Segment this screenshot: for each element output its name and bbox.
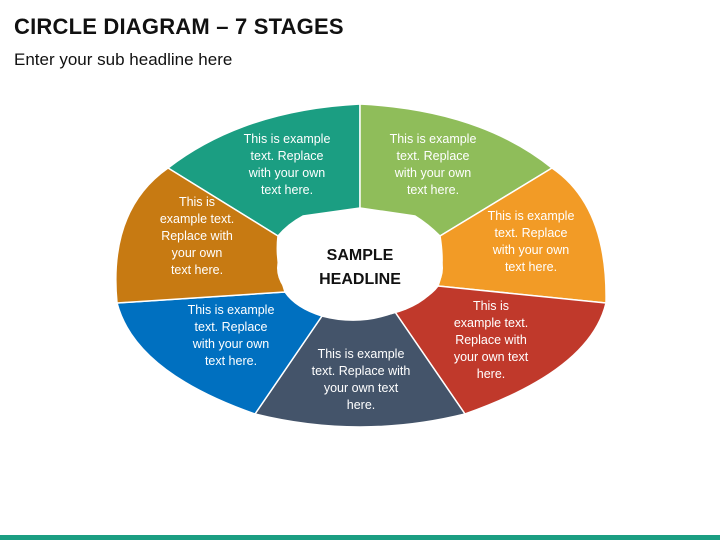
segment-bottom (254, 311, 466, 428)
segment-text-bottom: This is example text. Replace with your … (311, 347, 411, 412)
center-headline: SAMPLE HEADLINE (319, 247, 401, 288)
segment-text-right: This is example text. Replace with your … (487, 209, 575, 274)
slide-title: CIRCLE DIAGRAM – 7 STAGES (14, 14, 344, 39)
segment-top-left (167, 103, 361, 237)
center-ellipse (277, 218, 443, 318)
segment-text-top-right: This is example text. Replace with your … (389, 132, 477, 197)
segment-right (437, 167, 607, 304)
segment-text-top-left: This is example text. Replace with your … (243, 132, 331, 197)
segment-text-left: This is example text. Replace with your … (187, 303, 275, 368)
segment-left (116, 291, 323, 415)
slide-subtitle: Enter your sub headline here (14, 50, 233, 69)
segment-text-upper-left: This is example text. Replace with your … (159, 195, 235, 277)
segment-top-right (359, 103, 553, 237)
segment-text-bottom-right: This is example text. Replace with your … (453, 299, 529, 381)
footer-bar (0, 535, 720, 540)
